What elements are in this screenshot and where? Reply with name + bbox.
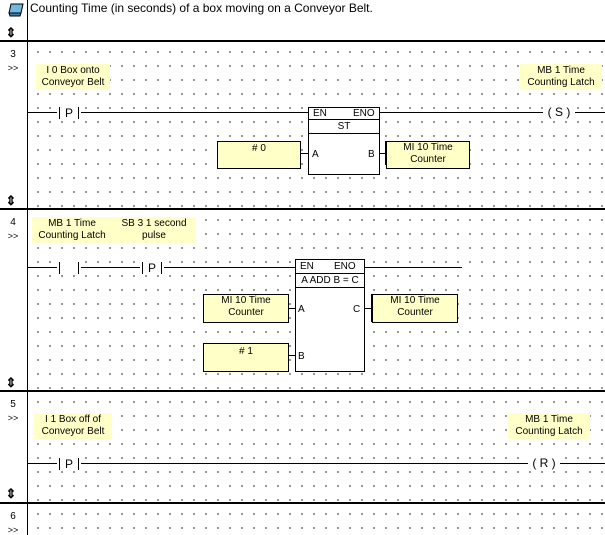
- wire: [385, 141, 386, 165]
- en-pin: EN: [313, 108, 327, 119]
- wire: [364, 308, 371, 309]
- rung-6-area[interactable]: [28, 504, 605, 535]
- note-icon[interactable]: [8, 3, 24, 17]
- wire: [300, 153, 308, 154]
- updown-arrow-icon[interactable]: ⇕: [5, 375, 17, 390]
- en-pin: EN: [300, 261, 314, 272]
- rung-gutter: [0, 0, 28, 535]
- rung-expand-arrow[interactable]: >>: [7, 525, 19, 535]
- eno-pin: ENO: [334, 261, 356, 272]
- wire: [288, 308, 295, 309]
- block-name: ST: [337, 121, 351, 132]
- operand-a[interactable]: MI 10 Time Counter: [203, 294, 289, 323]
- set-coil[interactable]: ( S ): [543, 106, 575, 118]
- operand-c[interactable]: MI 10 Time Counter: [372, 294, 458, 323]
- eno-pin: ENO: [353, 108, 375, 119]
- rung-number: 5: [10, 399, 16, 410]
- wire: [28, 463, 528, 464]
- contact-label: I 1 Box off of Conveyor Belt: [34, 413, 112, 439]
- rung-expand-arrow[interactable]: >>: [7, 413, 19, 423]
- wire: [28, 112, 308, 113]
- wire: [364, 267, 462, 268]
- wire: [560, 463, 605, 464]
- rung-5-area[interactable]: [28, 392, 605, 502]
- rung-number: 3: [10, 49, 16, 60]
- coil-label: MB 1 Time Counting Latch: [520, 64, 602, 90]
- wire: [288, 355, 295, 356]
- wire: [575, 112, 605, 113]
- pin-b: B: [298, 351, 305, 362]
- updown-arrow-icon[interactable]: ⇕: [5, 193, 17, 208]
- coil-label: MB 1 Time Counting Latch: [508, 413, 590, 439]
- network-comment[interactable]: Counting Time (in seconds) of a box movi…: [30, 1, 373, 15]
- reset-coil[interactable]: ( R ): [528, 457, 560, 469]
- positive-transition-contact[interactable]: P: [57, 457, 81, 471]
- rung-number: 6: [10, 511, 16, 522]
- operand-b[interactable]: MI 10 Time Counter: [386, 141, 470, 169]
- rung-separator: [0, 208, 605, 210]
- store-function-block[interactable]: EN ENO ST A B: [308, 107, 380, 175]
- pin-b: B: [368, 149, 375, 160]
- pin-a: A: [312, 149, 319, 160]
- pin-c: C: [353, 304, 361, 315]
- rung-3-area[interactable]: [28, 42, 605, 208]
- updown-arrow-icon[interactable]: ⇕: [5, 25, 17, 40]
- operand-a[interactable]: # 0: [217, 141, 301, 169]
- rung-separator: [0, 40, 605, 42]
- contact-label: SB 3 1 second pulse: [112, 217, 196, 243]
- positive-transition-contact[interactable]: P: [140, 261, 164, 275]
- rung-separator: [0, 502, 605, 504]
- operand-b[interactable]: # 1: [203, 343, 289, 372]
- contact-label: MB 1 Time Counting Latch: [32, 217, 112, 243]
- wire: [371, 294, 372, 322]
- add-function-block[interactable]: EN ENO A ADD B = C A C B: [295, 259, 365, 372]
- rung-expand-arrow[interactable]: >>: [7, 63, 19, 73]
- normally-open-contact[interactable]: [57, 261, 81, 275]
- pin-a: A: [298, 304, 305, 315]
- updown-arrow-icon[interactable]: ⇕: [5, 486, 17, 501]
- positive-transition-contact[interactable]: P: [57, 106, 81, 120]
- contact-label: I 0 Box onto Conveyor Belt: [36, 64, 110, 90]
- rung-number: 4: [10, 217, 16, 228]
- rung-expand-arrow[interactable]: >>: [7, 231, 19, 241]
- wire: [379, 153, 385, 154]
- wire: [379, 112, 543, 113]
- block-name: A ADD B = C: [301, 275, 359, 286]
- rung-separator: [0, 390, 605, 392]
